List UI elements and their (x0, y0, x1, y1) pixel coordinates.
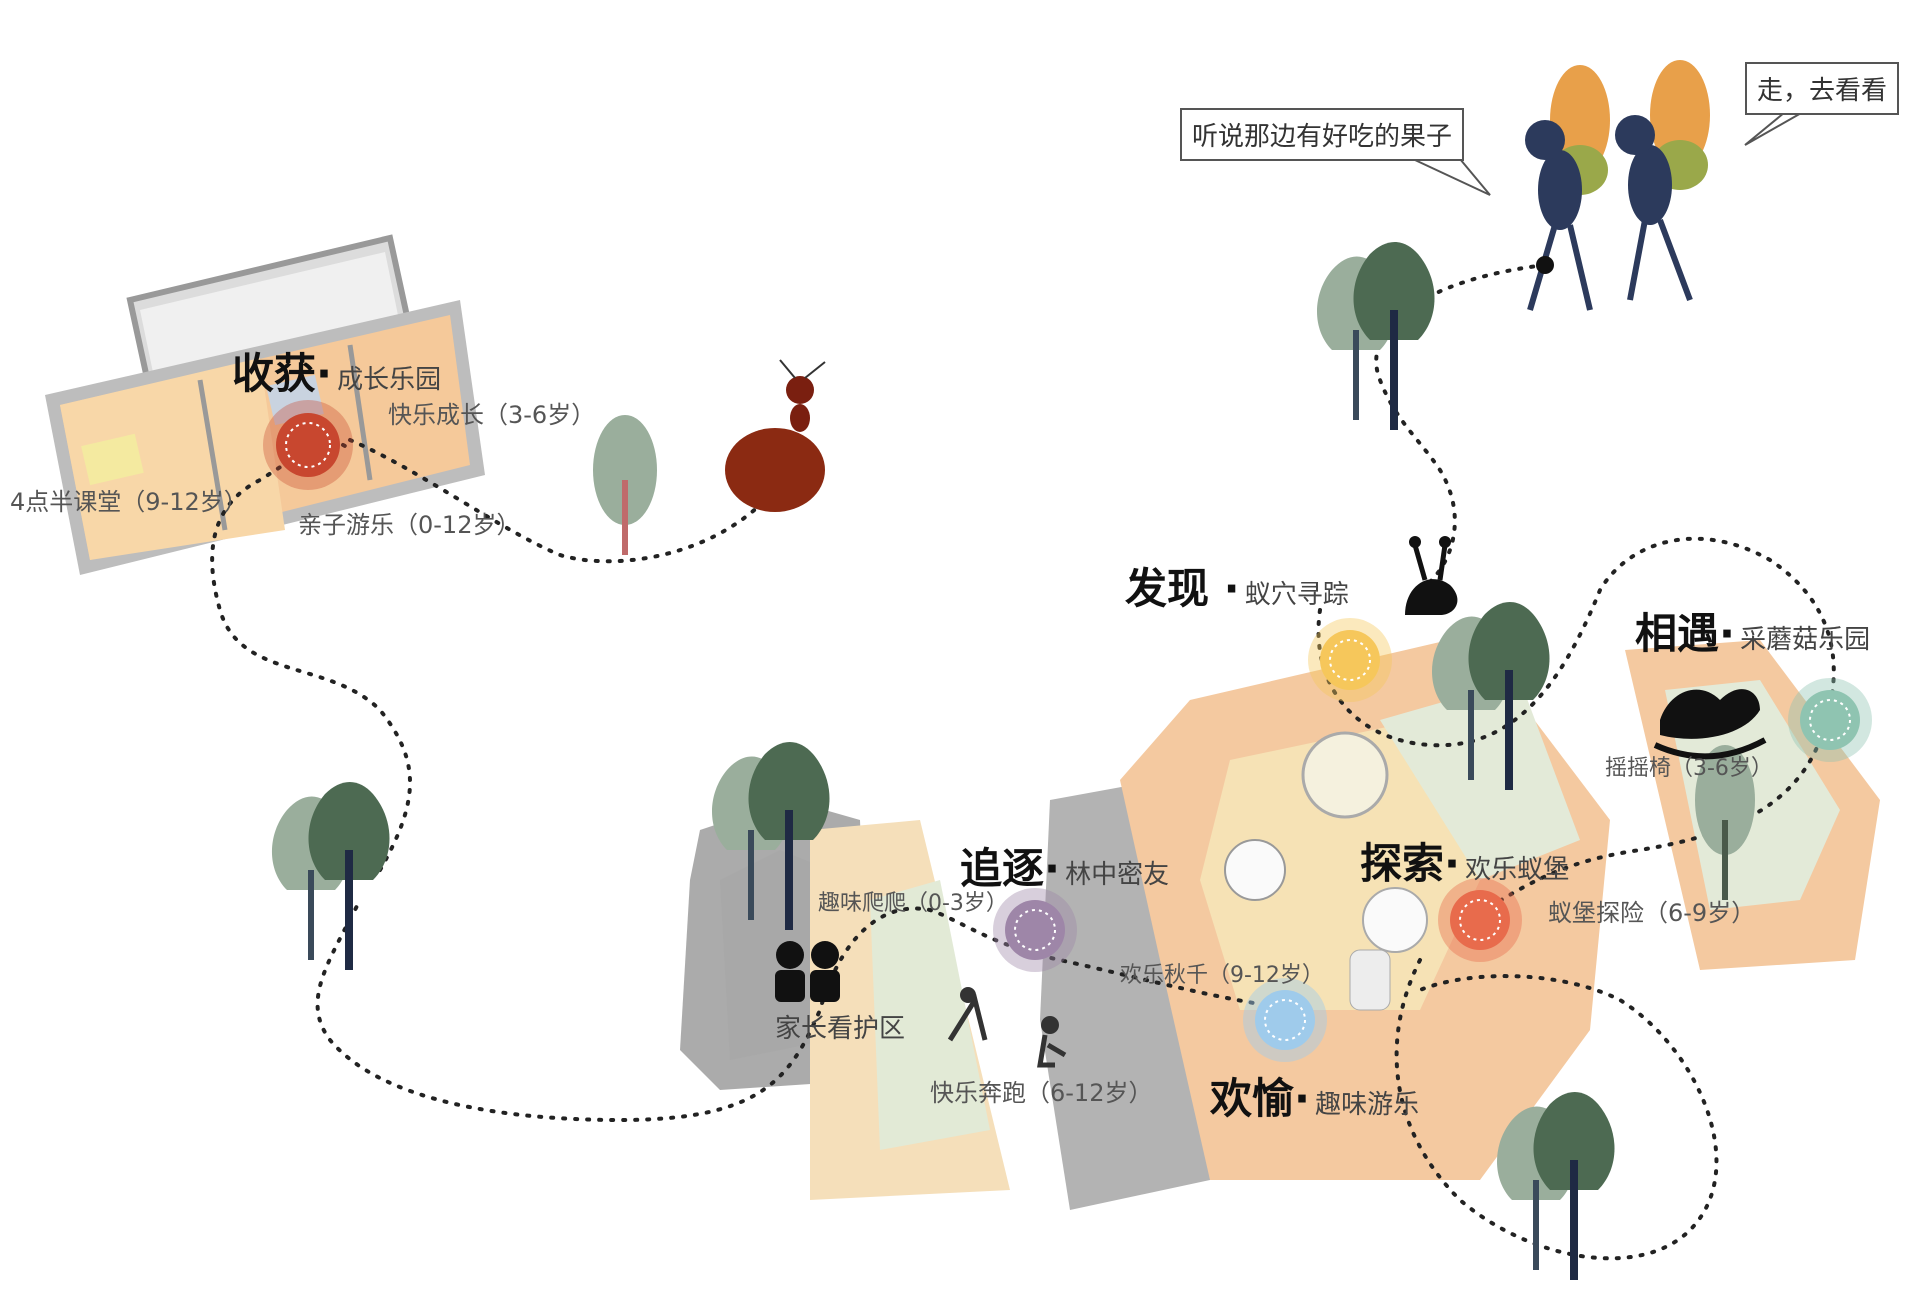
rocking-horse-icon (1653, 689, 1767, 760)
ants-with-seeds-icon (1525, 60, 1710, 311)
activity-class-9-12: 4点半课堂（9-12岁） (10, 488, 248, 516)
tree-cluster-top (1317, 242, 1435, 430)
station-harvest-subtitle: 成长乐园 (337, 365, 442, 395)
station-explore-subtitle: 欢乐蚁堡 (1465, 855, 1570, 885)
station-meet-title: 相遇 (1635, 609, 1720, 658)
station-harvest-marker (263, 400, 353, 490)
speech-bubble-right-tail (1744, 107, 1811, 146)
snail-icon (1405, 536, 1458, 615)
route-discovery-loop (1316, 536, 1836, 922)
route-harvest-to-ant (348, 438, 762, 564)
floor-plan (45, 234, 485, 575)
station-discovery-label: 发现 · 蚁穴寻踪 (1125, 564, 1349, 613)
child-slide-icon (947, 987, 988, 1042)
activity-climb: 趣味爬爬（0-3岁） (818, 891, 1008, 916)
station-explore-marker (1438, 878, 1522, 962)
station-discovery-marker (1308, 618, 1392, 702)
station-joy-label: 欢愉· 趣味游乐 (1210, 1074, 1420, 1123)
parents-icon (775, 941, 840, 1002)
activity-castle: 蚁堡探险（6-9岁） (1548, 899, 1756, 927)
station-explore-title: 探索 (1360, 839, 1445, 888)
station-chase-subtitle: 林中密友 (1065, 860, 1170, 890)
station-discovery-title: 发现 (1125, 564, 1210, 613)
activity-rocking-horse: 摇摇椅（3-6岁） (1605, 756, 1773, 781)
station-harvest-label: 收获· 成长乐园 (232, 349, 442, 398)
station-meet-label: 相遇· 采蘑菇乐园 (1635, 609, 1871, 658)
activity-run: 快乐奔跑（6-12岁） (930, 1079, 1153, 1107)
route-chase (315, 898, 1302, 1123)
activity-swing: 欢乐秋千（9-12岁） (1120, 963, 1324, 988)
child-running-icon (1037, 1016, 1067, 1068)
ant-carrying-fruit-icon (725, 359, 826, 512)
station-discovery-subtitle: 蚁穴寻踪 (1244, 580, 1349, 610)
station-chase-title: 追逐 (960, 844, 1045, 893)
station-harvest-title: 收获 (232, 349, 317, 398)
station-chase-label: 追逐· 林中密友 (960, 844, 1170, 893)
tree-tall-right (1695, 745, 1755, 900)
station-joy-marker (1243, 978, 1327, 1062)
station-meet-marker (1788, 678, 1872, 762)
tree-cluster-left (272, 782, 390, 970)
speech-bubble-left: 听说那边有好吃的果子 (1180, 108, 1465, 161)
speech-bubble-right: 走，去看看 (1745, 62, 1900, 115)
route-trees-to-harvest (210, 440, 412, 872)
tree-tall-top-left (593, 415, 657, 555)
activity-parent-child: 亲子游乐（0-12岁） (298, 511, 521, 539)
route-fun-loop (1394, 958, 1719, 1261)
station-joy-title: 欢愉 (1210, 1074, 1295, 1123)
station-explore-label: 探索· 欢乐蚁堡 (1360, 839, 1570, 888)
station-chase-marker (993, 888, 1077, 972)
activity-growth-3-6: 快乐成长（3-6岁） (388, 401, 596, 429)
speech-bubble-left-tail (1399, 152, 1491, 196)
station-meet-subtitle: 采蘑菇乐园 (1740, 625, 1871, 655)
activity-parent-area: 家长看护区 (775, 1014, 906, 1044)
station-joy-subtitle: 趣味游乐 (1315, 1090, 1420, 1120)
